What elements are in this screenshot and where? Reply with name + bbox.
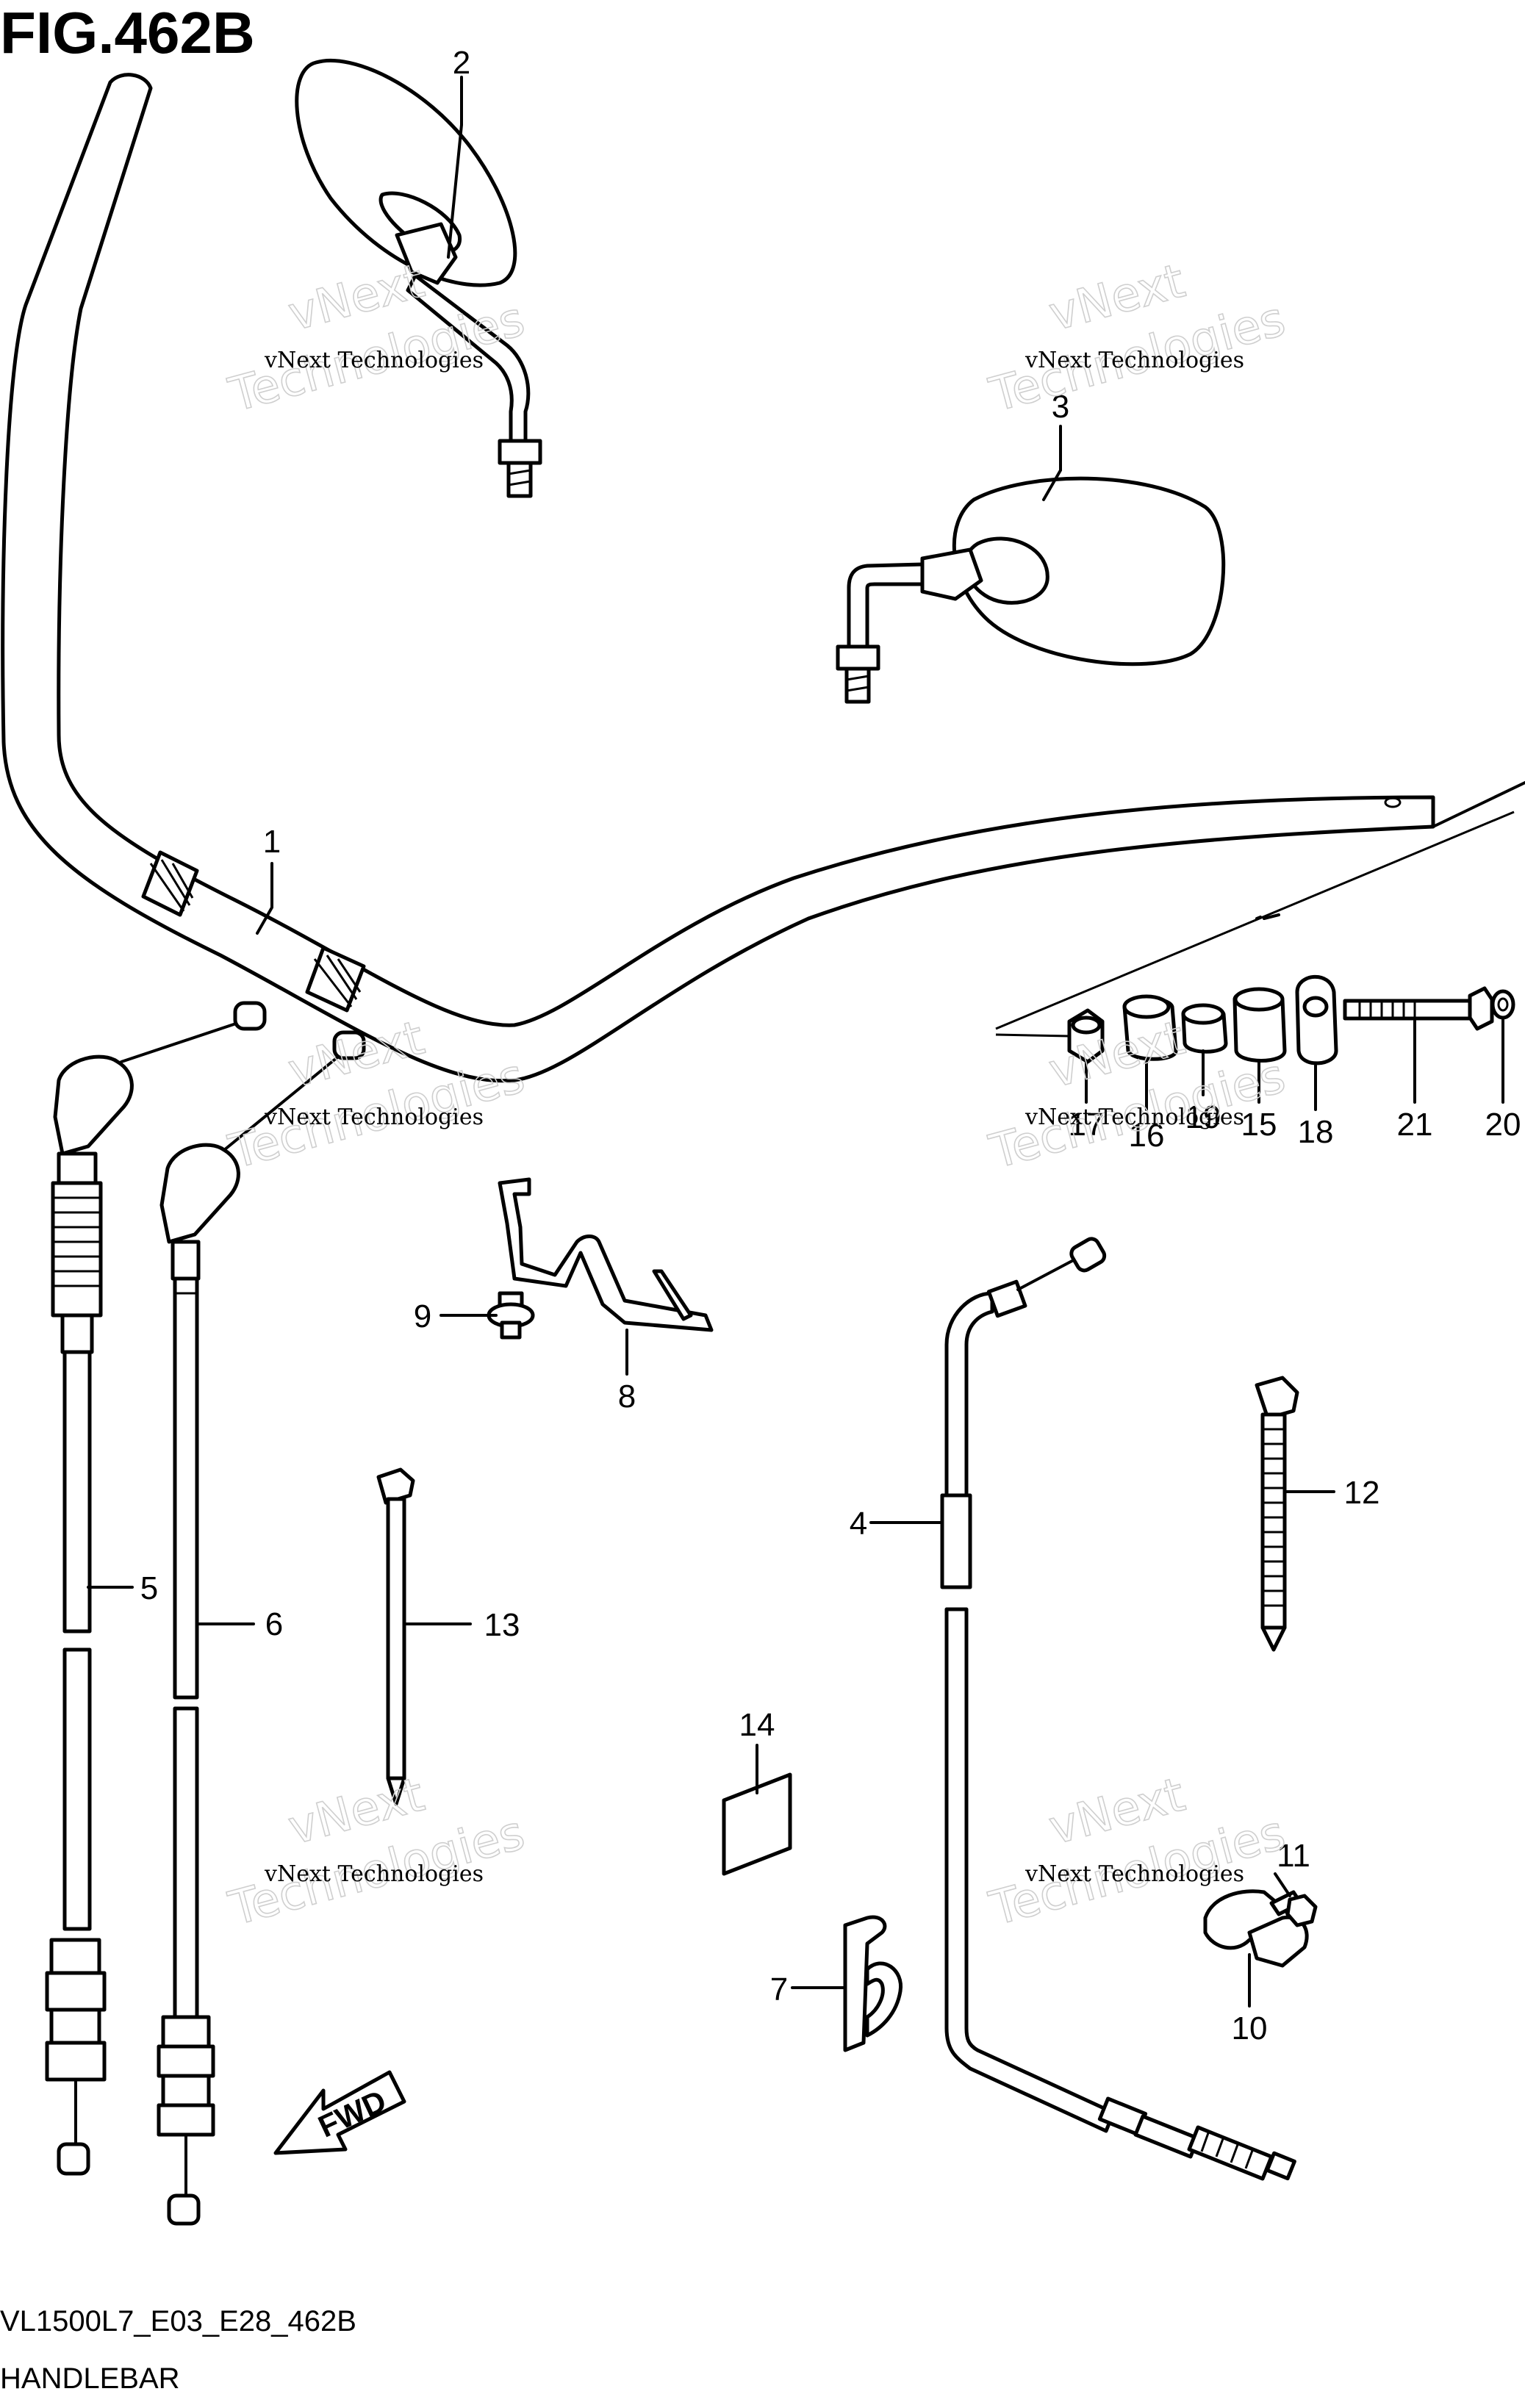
callout-numbers: 1 2 3 4 5 6 7 8 9 10 11 12 13 14 15 16 1… bbox=[140, 45, 1521, 2046]
callout-4: 4 bbox=[850, 1506, 867, 1542]
callout-19: 19 bbox=[1185, 1099, 1221, 1135]
clutch-cable-4-part bbox=[940, 1237, 1296, 2181]
clamp-10-part bbox=[1203, 1889, 1309, 1968]
callout-12: 12 bbox=[1344, 1475, 1380, 1511]
leader-lines bbox=[87, 76, 1504, 2008]
callout-5: 5 bbox=[140, 1570, 158, 1606]
watermark-text-3: vNext Technologies bbox=[264, 1104, 484, 1130]
callout-16: 16 bbox=[1129, 1118, 1165, 1154]
callout-9: 9 bbox=[414, 1298, 431, 1334]
callout-21: 21 bbox=[1397, 1107, 1433, 1143]
label-14-part bbox=[722, 1772, 792, 1876]
washer-18-part bbox=[1295, 974, 1338, 1065]
callout-10: 10 bbox=[1232, 2010, 1268, 2046]
mirror-right-part bbox=[836, 476, 1226, 704]
watermark-text-5: vNext Technologies bbox=[264, 1861, 484, 1887]
callout-6: 6 bbox=[265, 1606, 283, 1642]
nut-17-part bbox=[1067, 1008, 1105, 1064]
callout-17: 17 bbox=[1069, 1107, 1105, 1143]
watermark-5: vNext Technologies vNext Technologies bbox=[223, 1767, 531, 1938]
watermark-text-4: vNext Technologies bbox=[1025, 1104, 1244, 1130]
fwd-arrow-icon: FWD bbox=[273, 2070, 406, 2155]
watermark-text-1: vNext Technologies bbox=[264, 348, 484, 373]
callout-2: 2 bbox=[453, 45, 470, 81]
bolt-9-part bbox=[487, 1291, 535, 1340]
callout-7: 7 bbox=[770, 1972, 788, 2008]
throttle-cable-6-part bbox=[157, 1030, 366, 2226]
callout-18: 18 bbox=[1298, 1114, 1334, 1150]
watermark-2: vNext Technologies vNext Technologies bbox=[983, 254, 1291, 424]
throttle-cable-5-part bbox=[45, 1001, 267, 2176]
callout-1: 1 bbox=[263, 824, 281, 860]
cushion-15-part bbox=[1232, 987, 1287, 1063]
bolt-11-part bbox=[1269, 1890, 1318, 1927]
cable-guide-8-part bbox=[498, 1177, 714, 1332]
callout-15: 15 bbox=[1241, 1107, 1277, 1143]
callout-3: 3 bbox=[1052, 389, 1069, 425]
washer-20-part bbox=[1490, 989, 1515, 1020]
watermark-text-2: vNext Technologies bbox=[1025, 348, 1244, 373]
callout-13: 13 bbox=[484, 1607, 520, 1643]
cushion-16-part bbox=[1122, 994, 1178, 1061]
spacer-19-part bbox=[1181, 1003, 1228, 1054]
grip-knurl-2 bbox=[305, 946, 366, 1013]
handlebar-part bbox=[1, 73, 1525, 1083]
grip-knurl-1 bbox=[141, 850, 199, 917]
clamp-7-part bbox=[843, 1915, 903, 2052]
callout-11: 11 bbox=[1277, 1838, 1310, 1874]
callout-8: 8 bbox=[618, 1379, 636, 1415]
cable-tie-13-part bbox=[376, 1467, 415, 1806]
figure-code: VL1500L7_E03_E28_462B bbox=[0, 2305, 356, 2337]
watermark-text-6: vNext Technologies bbox=[1025, 1861, 1244, 1887]
cable-tie-12-part bbox=[1255, 1376, 1299, 1652]
callout-14: 14 bbox=[739, 1707, 775, 1743]
figure-title: FIG.462B bbox=[0, 0, 255, 65]
bolt-21-part bbox=[1343, 986, 1494, 1031]
callout-20: 20 bbox=[1485, 1107, 1521, 1143]
figure-name: HANDLEBAR bbox=[0, 2362, 180, 2395]
mirror-left-part bbox=[295, 58, 542, 498]
